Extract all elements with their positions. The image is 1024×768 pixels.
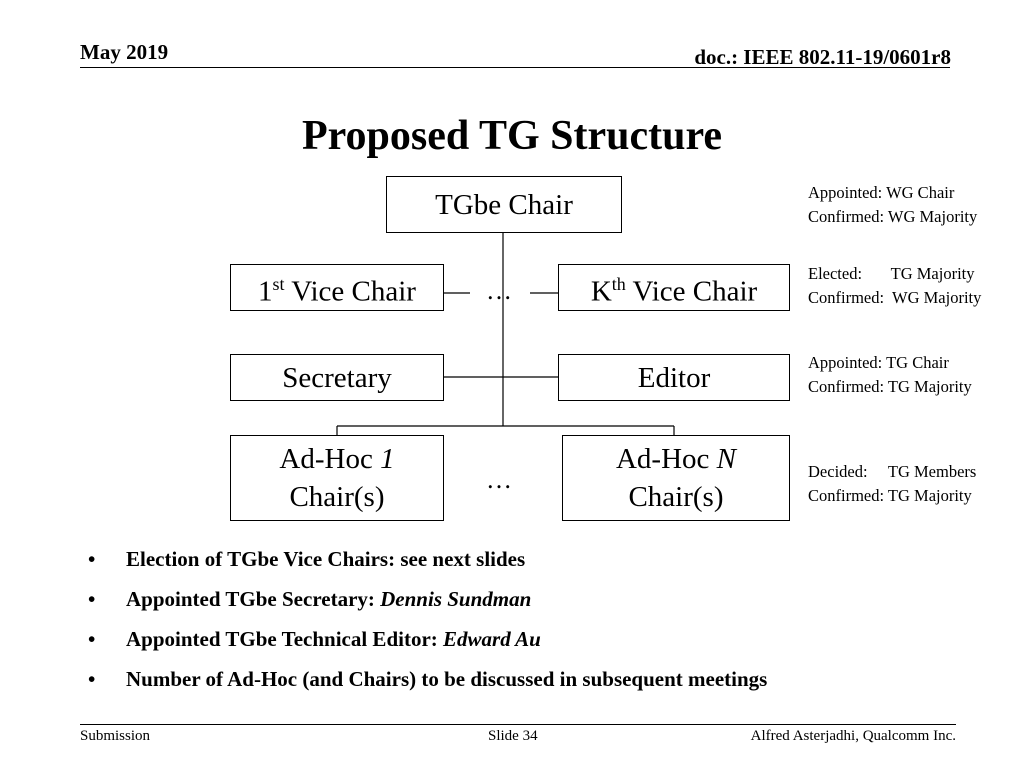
footer-author: Alfred Asterjadhi, Qualcomm Inc. [750,728,956,744]
bullet-list: • Election of TGbe Vice Chairs: see next… [88,542,767,702]
bullet-item: • Appointed TGbe Technical Editor: Edwar… [88,622,767,662]
adhoc-ellipsis: … [486,465,512,494]
bullet-item: • Election of TGbe Vice Chairs: see next… [88,542,767,582]
vice-chair-1-box: 1st Vice Chair [230,264,444,311]
bullet-dot: • [88,667,96,691]
slide-title: Proposed TG Structure [301,113,723,159]
footer-submission: Submission [80,728,151,744]
tgbe-chair-label: TGbe Chair [435,188,573,221]
note-secretary-editor: Appointed: TG Chair Confirmed: TG Majori… [808,353,972,396]
tgbe-chair-box: TGbe Chair [386,176,622,233]
adhoc-1-box: Ad-Hoc 1 Chair(s) [230,435,444,521]
bullet-dot: • [88,547,96,571]
secretary-label: Secretary [282,361,392,394]
note-vice-chairs: Elected: TG Majority Confirmed: WG Major… [808,264,982,307]
footer-slide-number: Slide 34 [488,728,538,744]
bullet-item: • Number of Ad-Hoc (and Chairs) to be di… [88,662,767,702]
header-divider [80,67,950,68]
footer-divider [80,724,956,725]
adhoc-1-label: Ad-Hoc 1 Chair(s) [279,443,395,513]
header-date: May 2019 [80,40,169,64]
header-doc-id: doc.: IEEE 802.11-19/0601r8 [694,45,951,69]
adhoc-n-box: Ad-Hoc N Chair(s) [562,435,790,521]
vice-chair-1-label: 1st Vice Chair [258,273,416,308]
bullet-item: • Appointed TGbe Secretary: Dennis Sundm… [88,582,767,622]
note-adhoc: Decided: TG Members Confirmed: TG Majori… [808,462,977,505]
note-chair: Appointed: WG Chair Confirmed: WG Majori… [808,183,978,226]
editor-label: Editor [637,361,711,394]
bullet-dot: • [88,627,96,651]
vice-chair-ellipsis: … [486,276,512,305]
editor-box: Editor [558,354,790,401]
vice-chair-k-box: Kth Vice Chair [558,264,790,311]
vice-chair-k-label: Kth Vice Chair [590,273,758,308]
adhoc-n-label: Ad-Hoc N Chair(s) [615,443,736,513]
secretary-box: Secretary [230,354,444,401]
bullet-dot: • [88,587,96,611]
